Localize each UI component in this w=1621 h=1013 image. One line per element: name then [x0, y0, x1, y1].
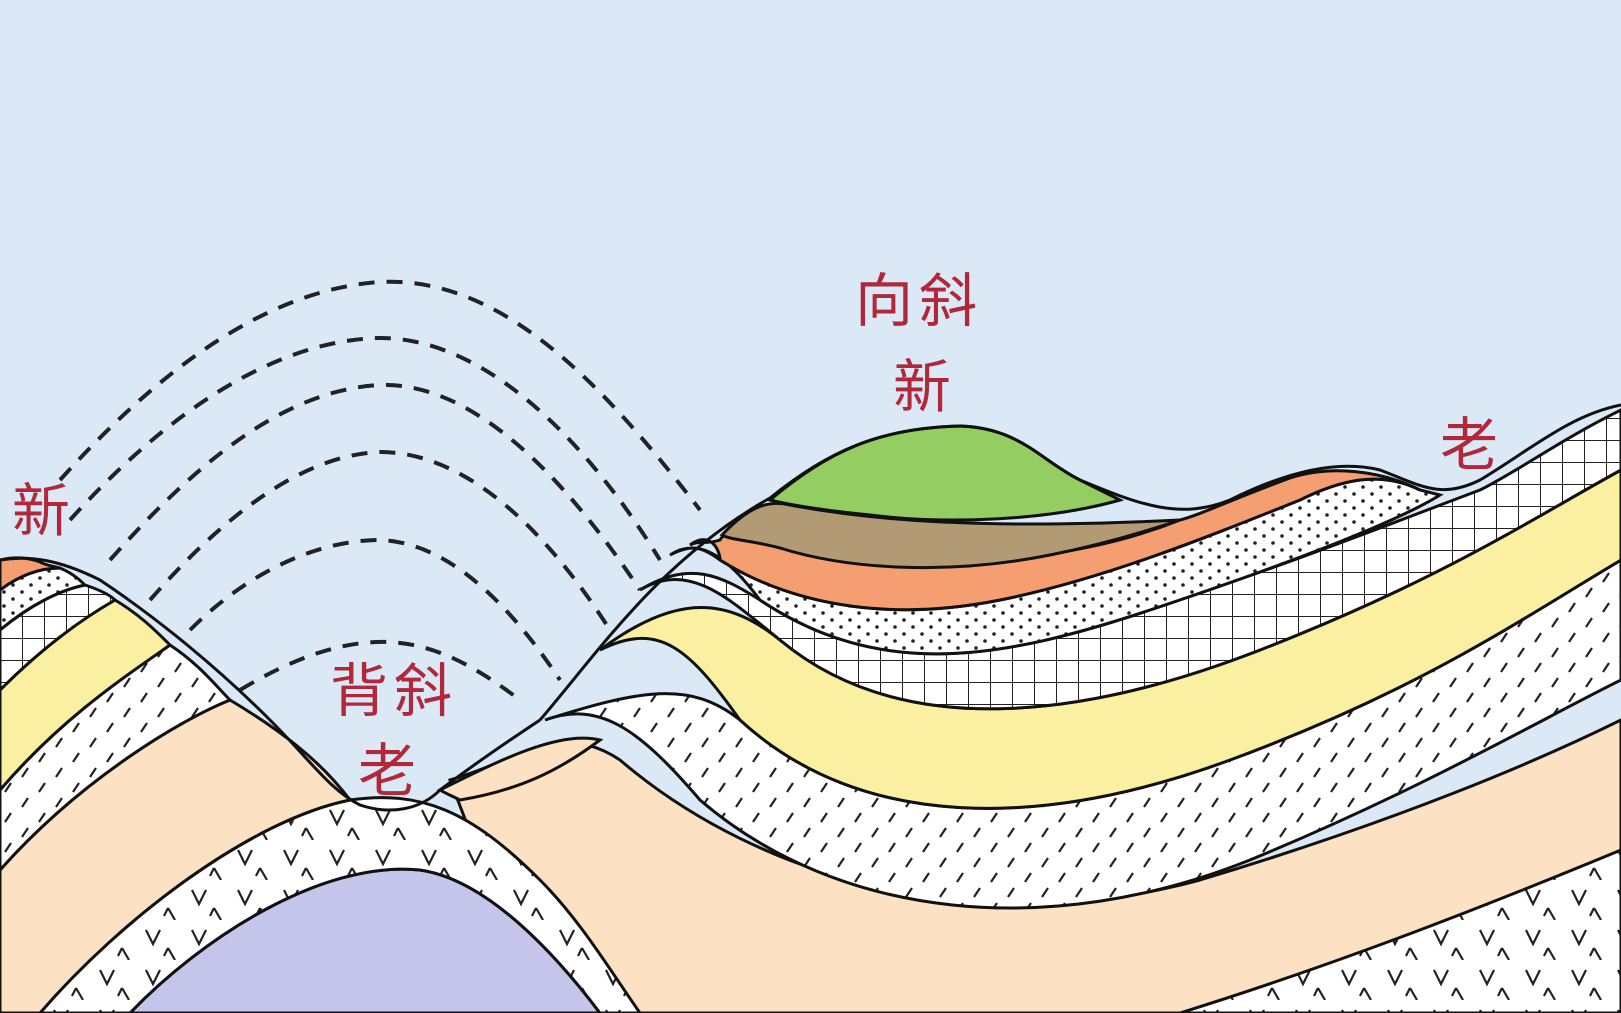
left-surface-line [0, 556, 541, 812]
layer-v-right [1179, 848, 1621, 1013]
eroded-arc-3 [108, 382, 642, 592]
right-surface-line [538, 403, 1621, 721]
anticline-label: 背斜 [330, 657, 459, 725]
syncline-new-label: 新 [893, 353, 958, 421]
eroded-arc-4 [148, 449, 612, 632]
eroded-arc-6 [238, 639, 522, 702]
eroded-layer-arcs [58, 279, 702, 702]
layer-peach-mid [436, 736, 604, 802]
anticline-old-label: 老 [358, 737, 423, 805]
right-old-label: 老 [1440, 411, 1505, 479]
left-new-label: 新 [12, 477, 77, 545]
eroded-arc-2 [68, 335, 662, 562]
eroded-arc-1 [58, 279, 702, 512]
syncline-label: 向斜 [855, 267, 984, 335]
